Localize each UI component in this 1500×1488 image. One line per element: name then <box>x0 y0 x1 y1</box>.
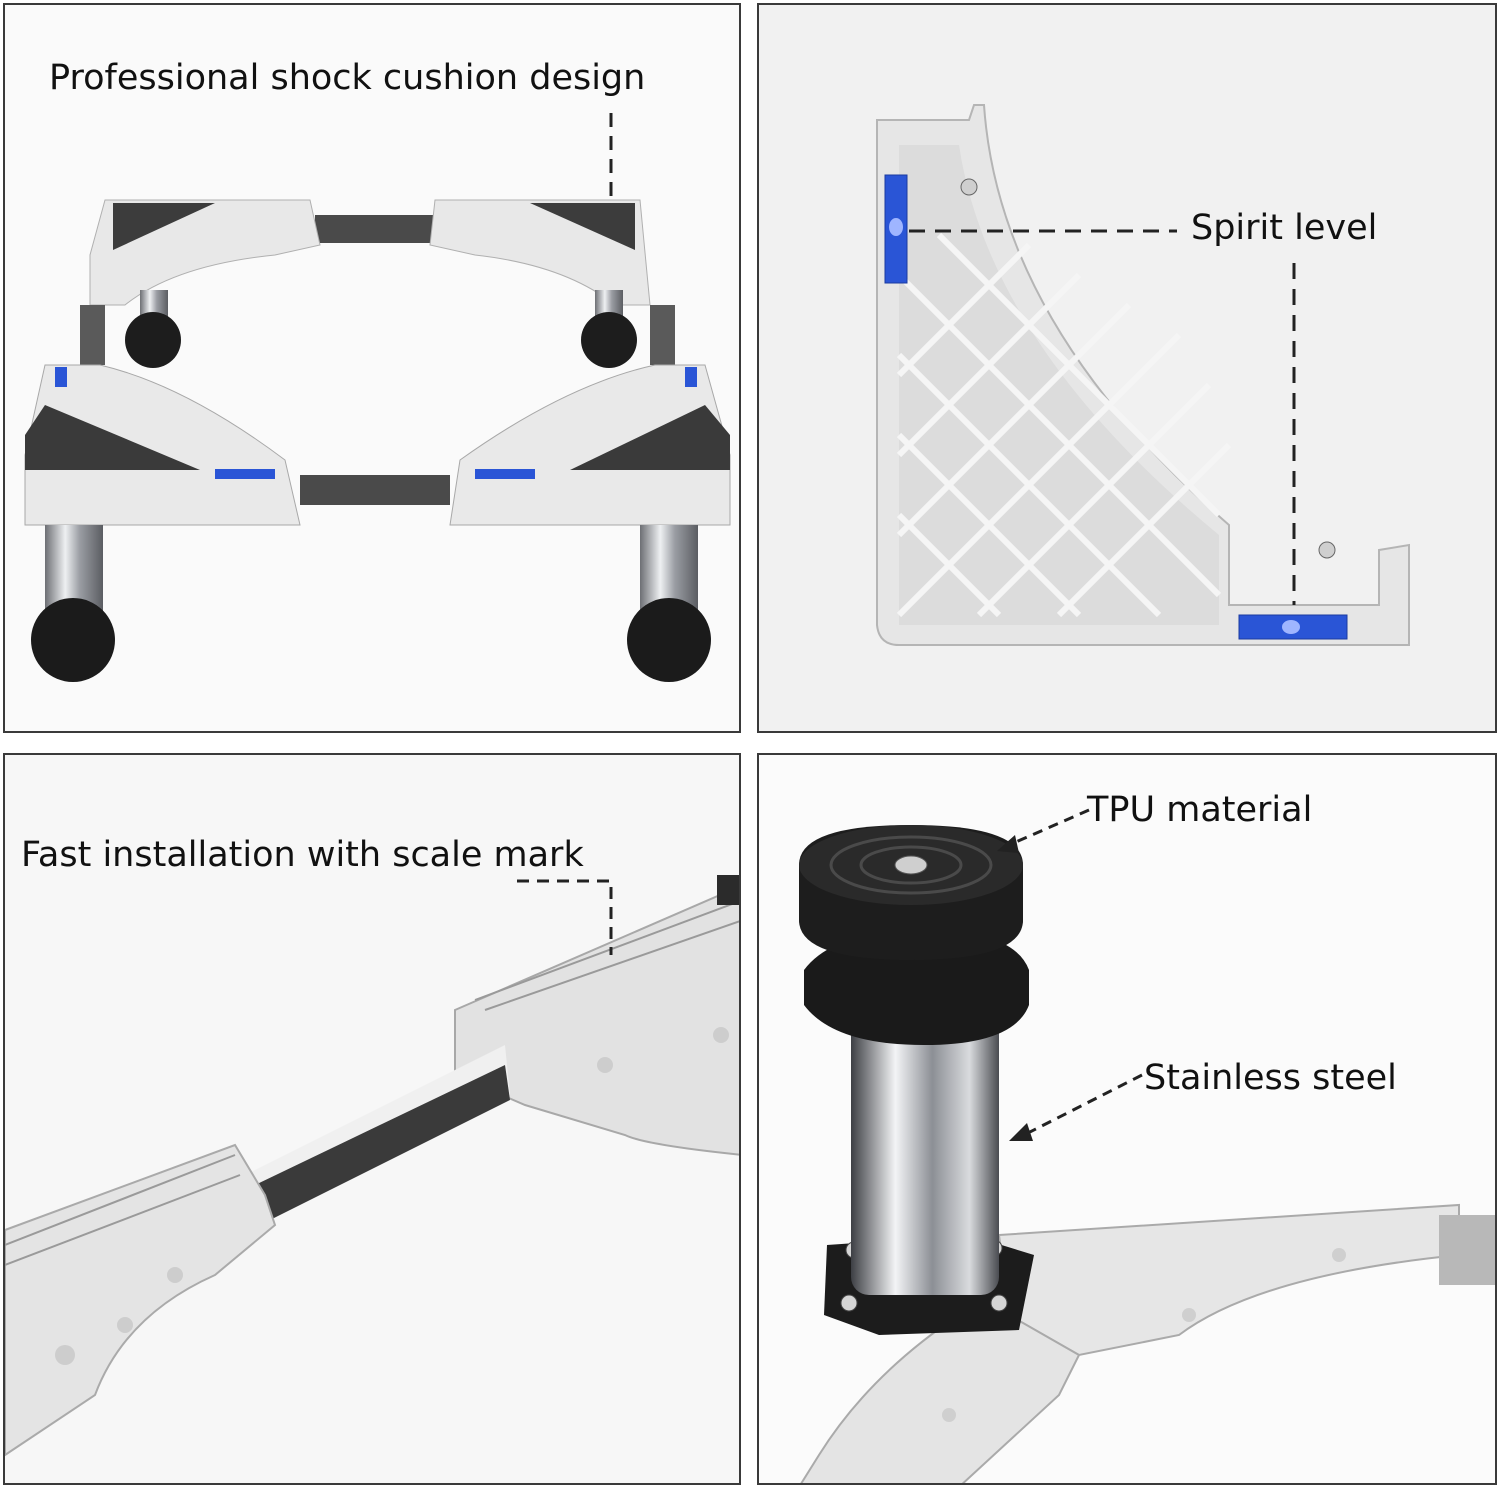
foot-detail-illustration <box>799 808 1495 1483</box>
panel-shock-cushion: Professional shock cushion design <box>3 3 741 733</box>
panel-scale-mark: Fast installation with scale mark <box>3 753 741 1485</box>
tpu-material-label: TPU material <box>1087 790 1313 830</box>
scale-mark-label: Fast installation with scale mark <box>21 835 584 875</box>
rail-scale-illustration <box>5 875 739 1457</box>
corner-piece-illustration <box>876 104 1410 646</box>
stand-illustration <box>24 113 731 682</box>
spirit-level-label: Spirit level <box>1191 208 1378 248</box>
panel-spirit-level: Spirit level <box>757 3 1497 733</box>
stainless-steel-label: Stainless steel <box>1144 1058 1397 1098</box>
panel-foot-detail: TPU material Stainless steel <box>757 753 1497 1485</box>
shock-cushion-label: Professional shock cushion design <box>49 58 646 98</box>
